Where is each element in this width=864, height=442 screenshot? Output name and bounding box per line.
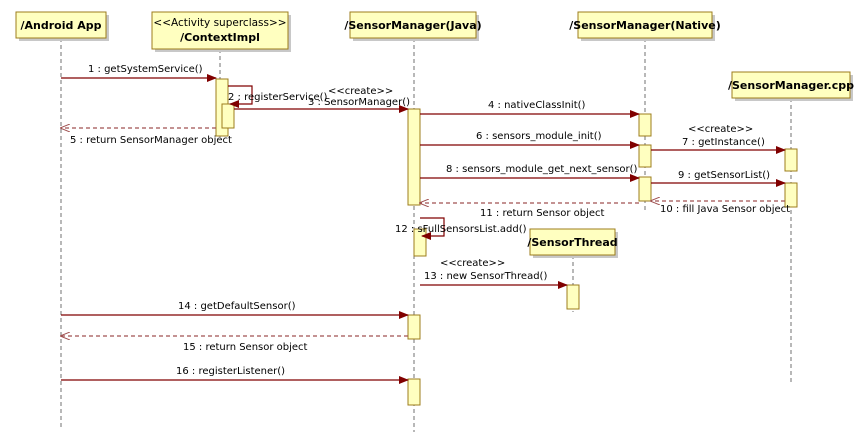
message-7: 7 : getInstance() <<create>> [651, 124, 786, 154]
lifeline-sensormanager-native: /SensorManager(Native) [569, 11, 721, 41]
message-label: 8 : sensors_module_get_next_sensor() [446, 164, 638, 175]
lifeline-sensorthread: /SensorThread [527, 228, 618, 258]
activation-bar [407, 108, 421, 206]
message-label: 6 : sensors_module_init() [476, 131, 602, 142]
activation-bar [638, 144, 652, 168]
create-stereotype: <<create>> [328, 86, 393, 97]
activation-bar [407, 314, 421, 340]
activation-bar [784, 148, 798, 172]
message-6: 6 : sensors_module_init() [420, 131, 640, 149]
message-label: 16 : registerListener() [176, 366, 285, 377]
activation-bar [638, 113, 652, 137]
message-label: 3 : SensorManager() [308, 97, 410, 108]
message-label: 7 : getInstance() [682, 137, 765, 148]
message-10: 10 : fill Java Sensor object [651, 201, 790, 215]
message-8: 8 : sensors_module_get_next_sensor() [420, 164, 640, 182]
lifeline-name: /SensorThread [527, 236, 617, 249]
activation-bar [638, 176, 652, 202]
message-label: 10 : fill Java Sensor object [660, 204, 790, 215]
lifeline-sensormanager-cpp: /SensorManager.cpp [728, 71, 854, 101]
lifeline-name: /SensorManager.cpp [728, 79, 854, 92]
lifeline-stereotype: <<Activity superclass>> [153, 17, 286, 29]
lifeline-name: /Android App [21, 19, 102, 32]
message-label: 2 : registerService() [228, 92, 328, 103]
message-label: 4 : nativeClassInit() [488, 100, 586, 111]
lifeline-sensormanager-java: /SensorManager(Java) [344, 11, 482, 41]
lifeline-head-box [529, 228, 616, 256]
lifeline-head-box [151, 11, 289, 50]
message-11: 11 : return Sensor object [420, 203, 639, 219]
message-label: 1 : getSystemService() [88, 64, 203, 75]
lifeline-head-box [577, 11, 713, 39]
message-label: 15 : return Sensor object [183, 342, 308, 353]
activation-bar [407, 378, 421, 406]
message-12: 12 : sFullSensorsList.add() [395, 217, 527, 240]
message-3: 3 : SensorManager()<<create>> [234, 86, 410, 113]
message-label: 9 : getSensorList() [678, 170, 770, 181]
create-stereotype: <<create>> [688, 124, 753, 135]
lifeline-name: /SensorManager(Java) [344, 19, 481, 32]
lifeline-head-box [731, 71, 851, 99]
lifeline-head-box [15, 11, 107, 39]
lifeline-android-app: /Android App [15, 11, 109, 41]
self-message-arrow [420, 217, 445, 240]
activation-bar [784, 182, 798, 208]
lifeline-head-box [349, 11, 477, 39]
create-stereotype: <<create>> [440, 258, 505, 269]
message-15: 15 : return Sensor object [61, 336, 408, 353]
lifeline-contextimpl: <<Activity superclass>> /ContextImpl [151, 11, 291, 52]
message-4: 4 : nativeClassInit() [420, 100, 640, 118]
message-label: 5 : return SensorManager object [70, 135, 232, 146]
message-5: 5 : return SensorManager object [61, 128, 232, 146]
message-label: 13 : new SensorThread() [424, 271, 547, 282]
lifeline-name: /ContextImpl [180, 31, 260, 44]
message-2: 2 : registerService() [228, 85, 328, 108]
message-13: 13 : new SensorThread() <<create>> [420, 258, 568, 289]
message-9: 9 : getSensorList() [651, 170, 786, 187]
message-16: 16 : registerListener() [61, 366, 409, 384]
message-label: 11 : return Sensor object [480, 208, 605, 219]
activation-bar [566, 284, 580, 310]
lifeline-name: /SensorManager(Native) [569, 19, 721, 32]
activation-bar [221, 103, 235, 129]
self-message-arrow [228, 85, 253, 108]
message-label: 12 : sFullSensorsList.add() [395, 224, 527, 235]
message-label: 14 : getDefaultSensor() [178, 301, 296, 312]
message-1: 1 : getSystemService() [61, 64, 217, 82]
message-14: 14 : getDefaultSensor() [61, 301, 409, 319]
